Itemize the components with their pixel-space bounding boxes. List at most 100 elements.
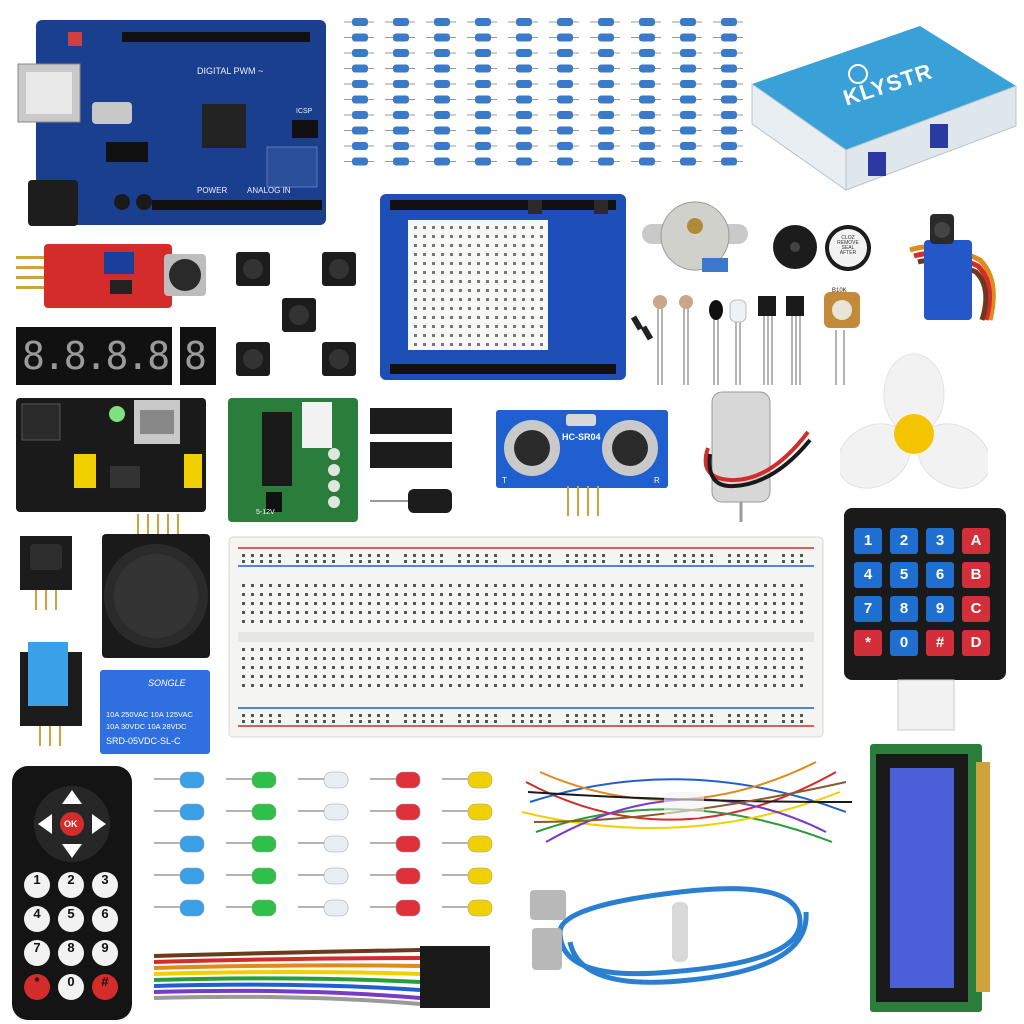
led <box>323 771 349 789</box>
resistor <box>557 126 573 135</box>
resistor <box>639 111 655 119</box>
stepper-driver-board: 5-12V <box>226 396 360 524</box>
keypad-key-*[interactable]: * <box>854 630 882 656</box>
resistor <box>680 80 696 88</box>
dht11-sensor <box>18 638 84 748</box>
remote-key-8[interactable]: 8 <box>58 940 84 966</box>
resistor <box>639 18 655 26</box>
resistor <box>434 95 450 104</box>
resistor <box>680 95 696 104</box>
ultrasonic-model: HC-SR04 <box>562 432 601 442</box>
keypad-key-1[interactable]: 1 <box>854 528 882 554</box>
resistor <box>434 157 450 166</box>
keypad-key-B[interactable]: B <box>962 562 990 588</box>
resistor <box>516 80 532 88</box>
resistor <box>475 18 491 26</box>
resistor <box>475 111 491 119</box>
resistor <box>680 49 696 57</box>
ic-chips <box>366 404 456 472</box>
keypad-key-4[interactable]: 4 <box>854 562 882 588</box>
keypad-key-A[interactable]: A <box>962 528 990 554</box>
resistor <box>721 64 737 73</box>
sound-sensor-module <box>14 240 214 312</box>
resistor <box>475 126 491 135</box>
resistor <box>516 95 532 104</box>
remote-key-5[interactable]: 5 <box>58 906 84 932</box>
keypad-key-C[interactable]: C <box>962 596 990 622</box>
seven-segment-display-4digit: 8.8.8.8. 8. <box>16 327 172 385</box>
resistor <box>598 18 614 26</box>
resistor <box>434 33 450 42</box>
keypad-key-3[interactable]: 3 <box>926 528 954 554</box>
led <box>179 803 205 821</box>
remote-key-3[interactable]: 3 <box>92 872 118 898</box>
stepper-motor <box>640 196 750 286</box>
resistor <box>352 80 368 88</box>
keypad-key-D[interactable]: D <box>962 630 990 656</box>
dc-motor <box>700 388 812 526</box>
remote-key-*[interactable]: * <box>24 974 50 1000</box>
prototype-shield <box>378 192 628 382</box>
resistor <box>721 18 737 26</box>
resistor <box>475 95 491 104</box>
resistor <box>680 157 696 166</box>
keypad-key-2[interactable]: 2 <box>890 528 918 554</box>
breadboard <box>228 536 824 738</box>
resistor <box>475 157 491 166</box>
resistor <box>516 18 532 26</box>
keypad-key-7[interactable]: 7 <box>854 596 882 622</box>
keypad-key-8[interactable]: 8 <box>890 596 918 622</box>
resistor <box>680 142 696 150</box>
resistor <box>557 80 573 88</box>
keypad-key-0[interactable]: 0 <box>890 630 918 656</box>
remote-key-0[interactable]: 0 <box>58 974 84 1000</box>
remote-key-4[interactable]: 4 <box>24 906 50 932</box>
resistor <box>434 18 450 26</box>
keypad-key-6[interactable]: 6 <box>926 562 954 588</box>
resistor-grid <box>338 12 748 172</box>
resistor <box>393 64 409 73</box>
buzzer-passive <box>772 224 818 270</box>
seven-segment-display-single: 8 <box>180 327 216 385</box>
resistor <box>475 49 491 57</box>
driver-board-voltage: 5-12V <box>256 509 275 516</box>
keypad-key-5[interactable]: 5 <box>890 562 918 588</box>
resistor <box>598 33 614 42</box>
keypad-key-#[interactable]: # <box>926 630 954 656</box>
resistor <box>639 126 655 135</box>
relay: SONGLE 10A 250VAC 10A 125VAC 10A 30VDC 1… <box>100 670 210 754</box>
resistor <box>598 95 614 104</box>
led <box>467 771 493 789</box>
remote-key-2[interactable]: 2 <box>58 872 84 898</box>
resistor <box>352 18 368 26</box>
remote-key-#[interactable]: # <box>92 974 118 1000</box>
remote-key-1[interactable]: 1 <box>24 872 50 898</box>
keypad-key-9[interactable]: 9 <box>926 596 954 622</box>
resistor <box>721 80 737 88</box>
relay-line1: 10A 250VAC 10A 125VAC <box>106 710 193 719</box>
remote-key-6[interactable]: 6 <box>92 906 118 932</box>
ir-receiver-module <box>18 534 74 612</box>
led <box>467 803 493 821</box>
resistor <box>680 111 696 119</box>
resistor <box>598 126 614 135</box>
buzzer-active: CLOZ REMOVE SEAL AFTER <box>824 224 872 272</box>
resistor <box>393 111 409 119</box>
resistor <box>598 80 614 88</box>
push-buttons <box>230 250 365 380</box>
resistor <box>557 18 573 26</box>
resistor <box>598 64 614 73</box>
resistor <box>352 126 368 135</box>
led <box>251 899 277 917</box>
resistor <box>557 49 573 57</box>
remote-key-7[interactable]: 7 <box>24 940 50 966</box>
resistor <box>598 111 614 119</box>
resistor <box>352 157 368 166</box>
dupont-ribbon-cable <box>150 938 496 1010</box>
resistor <box>393 49 409 57</box>
remote-ok-label: OK <box>64 819 78 829</box>
remote-key-9[interactable]: 9 <box>92 940 118 966</box>
